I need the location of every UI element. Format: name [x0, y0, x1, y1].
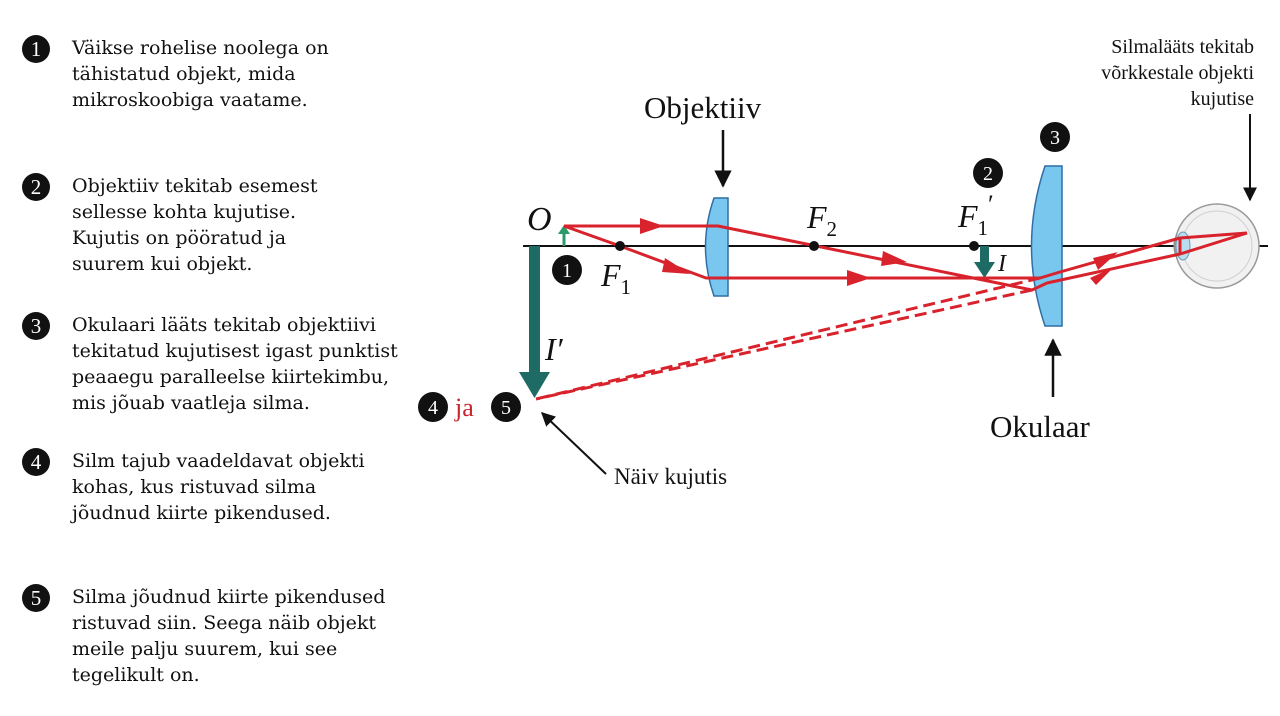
marker-3: 3 — [1040, 122, 1070, 152]
light-rays — [563, 224, 1248, 292]
step-3-number: 3 — [22, 312, 50, 340]
focal-point-f1 — [615, 241, 625, 251]
step-5-number: 5 — [22, 584, 50, 612]
virtual-image-label: Näiv kujutis — [614, 464, 727, 489]
marker-5: 5 — [491, 392, 521, 422]
image-label: I — [997, 251, 1007, 277]
focal-point-f2 — [809, 241, 819, 251]
step-3-text: Okulaari lääts tekitab objektiivi tekita… — [72, 314, 398, 414]
virtual-image-pointer-arrow — [540, 412, 607, 475]
virtual-image-symbol: I′ — [544, 331, 564, 367]
marker-4: 4 — [418, 392, 448, 422]
eye-illustration — [1173, 203, 1260, 289]
step-1-text: Väikse rohelise noolega on tähistatud ob… — [72, 37, 329, 111]
eye-note-line-3: kujutise — [1191, 88, 1254, 110]
focal-point-f1-prime — [969, 241, 979, 251]
focus-1-label: F1 — [600, 257, 631, 299]
svg-text:4: 4 — [428, 397, 438, 419]
marker-1: 1 — [552, 255, 582, 285]
virtual-ray-extensions — [535, 276, 1041, 401]
step-1-number: 1 — [22, 35, 50, 63]
svg-text:1: 1 — [562, 260, 572, 282]
marker-2: 2 — [973, 158, 1003, 188]
step-2-text: Objektiiv tekitab esemest sellesse kohta… — [72, 175, 318, 275]
svg-text:2: 2 — [983, 163, 993, 185]
eyepiece-lens — [1030, 165, 1063, 327]
eye-note: Silmalääts tekitab võrkkestale objekti k… — [1101, 36, 1254, 110]
svg-text:5: 5 — [501, 397, 511, 419]
eye-note-line-1: Silmalääts tekitab — [1111, 36, 1254, 58]
eyepiece-label: Okulaar — [990, 409, 1091, 444]
focus-1-prime-label: F1′ — [957, 190, 994, 240]
focus-2-label: F2 — [806, 199, 837, 241]
objective-lens — [704, 197, 729, 297]
step-5-text: Silma jõudnud kiirte pikendused ristuvad… — [72, 586, 386, 686]
object-label: O — [527, 201, 552, 238]
step-4-number: 4 — [22, 448, 50, 476]
eye-note-line-2: võrkkestale objekti — [1101, 62, 1254, 84]
step-4-text: Silm tajub vaadeldavat objekti kohas, ku… — [72, 450, 365, 524]
connector-ja: ja — [454, 393, 474, 422]
real-image-arrow — [974, 246, 995, 278]
objective-label: Objektiiv — [644, 90, 762, 125]
object-arrow — [558, 225, 570, 246]
virtual-image-arrow — [519, 246, 550, 398]
ray-direction-arrows — [640, 218, 1118, 286]
step-2-number: 2 — [22, 173, 50, 201]
svg-text:3: 3 — [1050, 127, 1060, 149]
